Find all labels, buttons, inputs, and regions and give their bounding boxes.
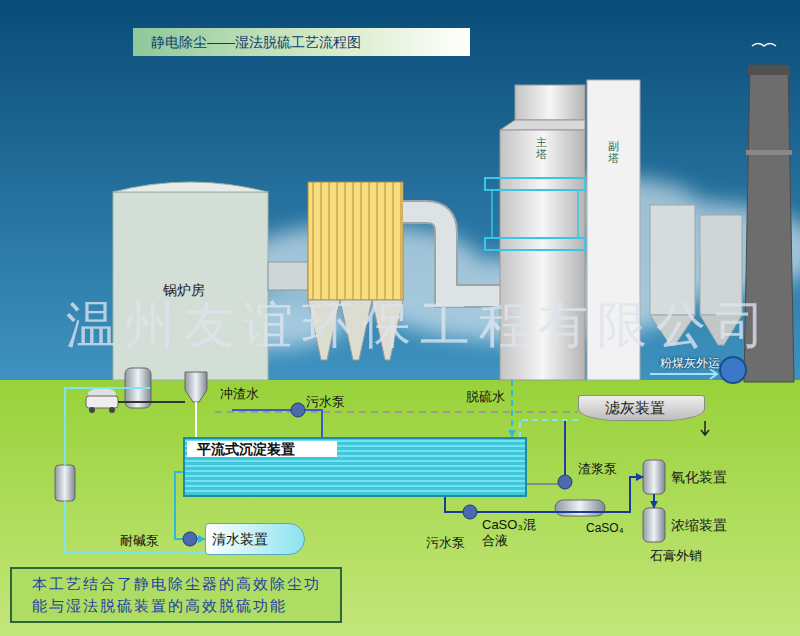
pump-label: 污水泵: [306, 393, 345, 411]
boiler-building: [113, 192, 268, 380]
node-label: 氧化装置: [671, 460, 734, 494]
tower-shoulder: [500, 120, 585, 130]
thickener-vessel: [643, 508, 665, 542]
ash-filter: 滤灰装置: [578, 395, 705, 421]
flow-label: 冲渣水: [220, 385, 259, 403]
pipe: [232, 409, 291, 411]
flow-pipe: [653, 494, 655, 508]
birds: [752, 44, 776, 47]
outlet-arrow: [701, 421, 709, 435]
tower-top: [515, 85, 585, 120]
sky: [0, 0, 800, 382]
title-banner: 静电除尘——湿法脱硫工艺流程图: [133, 28, 470, 56]
watermark: 温州友谊环保工程有限公司: [66, 300, 774, 350]
pump-symbol: [463, 505, 477, 519]
node-label: 锅炉房: [163, 282, 260, 300]
pump-label: 渣浆泵: [578, 460, 617, 478]
flow-label: 脱硫水: [466, 388, 505, 406]
wheel: [89, 407, 95, 413]
fan: [720, 357, 746, 383]
flue-duct: [268, 262, 308, 290]
thickener-unit: 浓缩装置: [643, 508, 738, 542]
silo: [650, 205, 695, 315]
pump-symbol: [291, 403, 305, 417]
sedimentation-tank: 平流式沉淀装置: [183, 437, 527, 497]
flow-pipe: [511, 380, 513, 437]
boiler-roof: [113, 182, 268, 192]
flow-label: CaSO₄: [586, 521, 624, 535]
pump-label: 污水泵: [426, 534, 465, 552]
node-label: 浓缩装置: [671, 508, 734, 542]
pipe: [564, 421, 566, 475]
platform-rail: [485, 178, 585, 190]
node-label: 清水装置: [212, 524, 286, 554]
pipe: [527, 483, 558, 485]
pipe: [215, 411, 578, 413]
oxidation-vessel: [643, 460, 665, 494]
filter-press: [555, 500, 605, 516]
slag-hopper: [185, 372, 207, 402]
ground: [0, 380, 800, 636]
output-label: 粉煤灰外运: [660, 355, 720, 372]
platform-rail: [485, 238, 585, 250]
conveyor: [118, 401, 185, 403]
filter-column: [55, 465, 75, 501]
flue-duct: [403, 212, 500, 296]
pump-label: 耐碱泵: [120, 532, 159, 550]
node-label: 主塔: [536, 136, 547, 160]
clear-water-tank: 清水装置: [205, 523, 305, 555]
chimney-band: [748, 65, 790, 75]
cart: [86, 396, 118, 408]
flue-duct: [403, 212, 500, 296]
pump-symbol: [558, 475, 572, 489]
platform-post: [492, 190, 578, 238]
node-label: 副塔: [608, 140, 619, 164]
boiler-house: 锅炉房: [113, 192, 268, 380]
ash-arrow: [650, 369, 717, 379]
node-label: 滤灰装置: [605, 399, 692, 417]
oxidation-unit: 氧化装置: [643, 460, 738, 494]
output-label: 石膏外销: [650, 547, 702, 565]
node-label: 平流式沉淀装置: [187, 441, 337, 457]
pump-symbol: [183, 532, 197, 546]
pipe: [305, 410, 322, 437]
wheel: [109, 407, 115, 413]
chimney-band: [746, 150, 792, 155]
pipe: [195, 402, 197, 437]
precipitator: [308, 182, 403, 300]
pipe: [520, 420, 578, 437]
note-box: 本工艺结合了静电除尘器的高效除尘功能与湿法脱硫装置的高效脱硫功能: [10, 567, 342, 623]
flow-label: CaSO₃混合液: [482, 517, 542, 549]
